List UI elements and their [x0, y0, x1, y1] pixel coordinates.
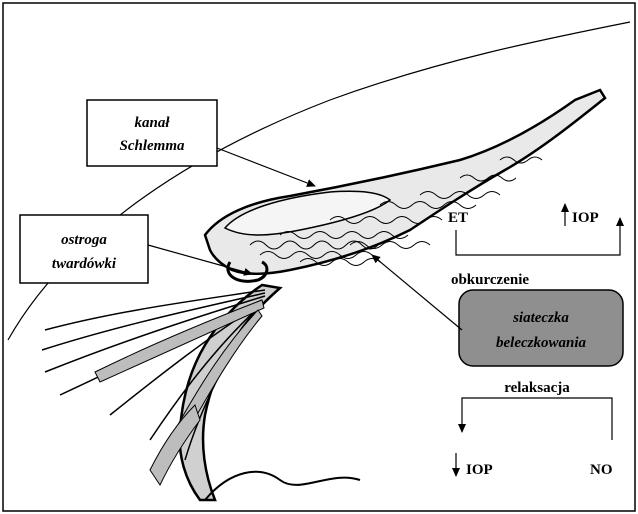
schlemm-label-box	[87, 100, 217, 166]
meshwork-label-line2: beleczkowania	[496, 335, 586, 351]
schlemm-label-line1: kanał	[134, 115, 170, 131]
contraction-label: obkurczenie	[451, 272, 529, 288]
schlemm-label: kanał Schlemma	[87, 100, 217, 166]
spur-label: ostroga twardówki	[20, 215, 148, 283]
meshwork-label: siateczka beleczkowania	[459, 290, 623, 366]
et-label: ET	[448, 210, 468, 226]
iop-bottom-label: IOP	[466, 462, 493, 478]
schlemm-label-line2: Schlemma	[119, 138, 185, 154]
iop-top-label: IOP	[572, 210, 599, 226]
spur-label-box	[20, 215, 148, 283]
no-label: NO	[590, 462, 613, 478]
meshwork-label-box	[459, 290, 623, 366]
relaxation-label: relaksacja	[504, 380, 570, 396]
spur-label-line1: ostroga	[61, 232, 107, 248]
spur-label-line2: twardówki	[52, 256, 117, 272]
meshwork-label-line1: siateczka	[512, 310, 569, 326]
